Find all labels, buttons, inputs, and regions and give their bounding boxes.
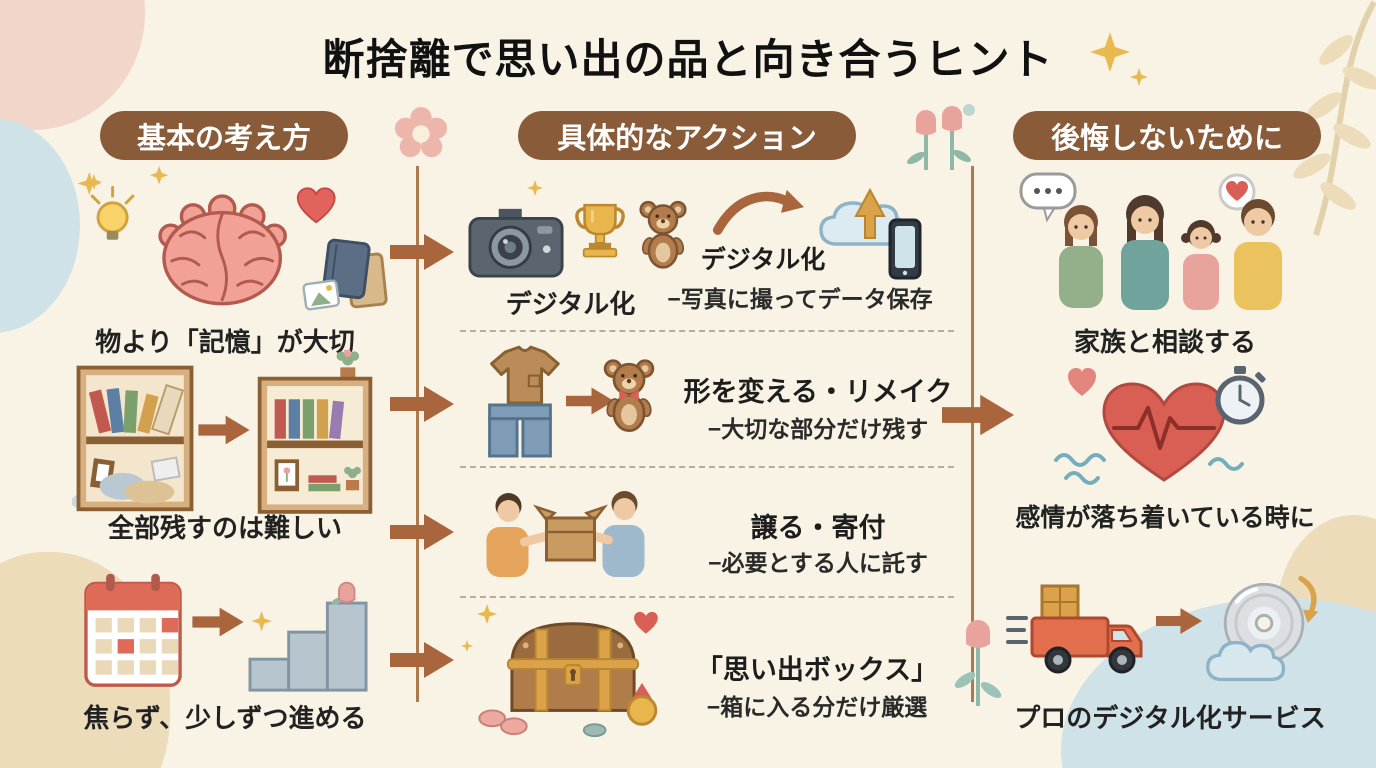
caption-pro-service: プロのデジタル化サービス bbox=[1014, 703, 1326, 733]
arrow-icon bbox=[390, 232, 454, 272]
sparkle-icon bbox=[461, 640, 473, 652]
messy-shelf-icon bbox=[72, 358, 198, 516]
action-desc-memory-box: −箱に入る分だけ厳選 bbox=[706, 694, 928, 720]
tidy-shelf-icon bbox=[254, 350, 376, 518]
page-title: 断捨離で思い出の品と向き合うヒント bbox=[322, 36, 1054, 83]
action-title-remake: 形を変える・リメイク bbox=[683, 377, 953, 407]
caption-go-slowly: 焦らず、少しずつ進める bbox=[83, 703, 367, 733]
caption-hard-to-keep-all: 全部残すのは難しい bbox=[107, 513, 342, 543]
header-concrete-actions-label: 具体的なアクション bbox=[557, 122, 817, 155]
teddy-icon bbox=[634, 198, 692, 274]
action-title-digitize: デジタル化 bbox=[700, 246, 826, 274]
camera-icon bbox=[468, 203, 564, 280]
caption-memories-matter: 物より「記憶」が大切 bbox=[95, 327, 355, 357]
header-no-regret: 後悔しないために bbox=[1013, 111, 1321, 160]
action-desc-remake: −大切な部分だけ残す bbox=[707, 416, 929, 442]
header-basic-thinking: 基本の考え方 bbox=[100, 111, 348, 160]
steps-icon bbox=[246, 576, 372, 694]
action-desc-donate: −必要とする人に託す bbox=[708, 550, 928, 576]
action-title-donate: 譲る・寄付 bbox=[750, 513, 886, 543]
cloud-upload-phone-icon bbox=[812, 176, 934, 282]
teddy-bow-icon bbox=[598, 356, 660, 438]
action-desc-digitize: −写真に撮ってデータ保存 bbox=[667, 286, 933, 312]
clothes-icon bbox=[468, 344, 572, 464]
arrow-icon bbox=[390, 512, 454, 552]
sparkle-icon bbox=[527, 180, 543, 196]
divider-line-left bbox=[416, 166, 419, 702]
tulip-icon bbox=[896, 98, 976, 178]
sparkle-icon bbox=[1130, 68, 1148, 86]
divider-line-right bbox=[971, 166, 974, 702]
curved-arrow-icon bbox=[712, 182, 804, 236]
sparkle-icon bbox=[1090, 32, 1130, 72]
family-talk-icon bbox=[1015, 170, 1305, 318]
arrow-icon bbox=[566, 386, 614, 416]
arrow-icon bbox=[390, 384, 454, 424]
caption-consult-family: 家族と相談する bbox=[1073, 327, 1256, 357]
sparkle-icon bbox=[477, 604, 497, 624]
header-basic-thinking-label: 基本の考え方 bbox=[136, 122, 311, 155]
dashed-divider bbox=[460, 330, 954, 332]
flower-icon bbox=[392, 106, 450, 164]
handoff-box-icon bbox=[468, 480, 664, 580]
caption-digitize-icons: デジタル化 bbox=[505, 289, 636, 319]
cd-cloud-icon bbox=[1200, 570, 1332, 686]
arrow-icon bbox=[192, 606, 244, 638]
arrow-icon bbox=[942, 392, 1014, 438]
header-concrete-actions: 具体的なアクション bbox=[518, 111, 856, 160]
caption-when-calm: 感情が落ち着いている時に bbox=[1015, 504, 1315, 532]
trophy-icon bbox=[570, 198, 630, 274]
calendar-icon bbox=[80, 570, 186, 691]
leaf-branch-icon bbox=[1216, 0, 1376, 240]
arrow-icon bbox=[1156, 606, 1202, 636]
memory-chest-icon bbox=[474, 604, 672, 740]
delivery-truck-icon bbox=[1006, 574, 1158, 686]
arrow-icon bbox=[390, 640, 454, 680]
dashed-divider bbox=[460, 596, 954, 598]
heart-stopwatch-icon bbox=[1052, 360, 1276, 498]
dashed-divider bbox=[460, 466, 954, 468]
tulip-icon bbox=[948, 610, 1008, 725]
memory-icon bbox=[62, 166, 392, 326]
action-title-memory-box: 「思い出ボックス」 bbox=[695, 655, 939, 685]
arrow-icon bbox=[198, 414, 250, 446]
header-no-regret-label: 後悔しないために bbox=[1050, 122, 1283, 155]
